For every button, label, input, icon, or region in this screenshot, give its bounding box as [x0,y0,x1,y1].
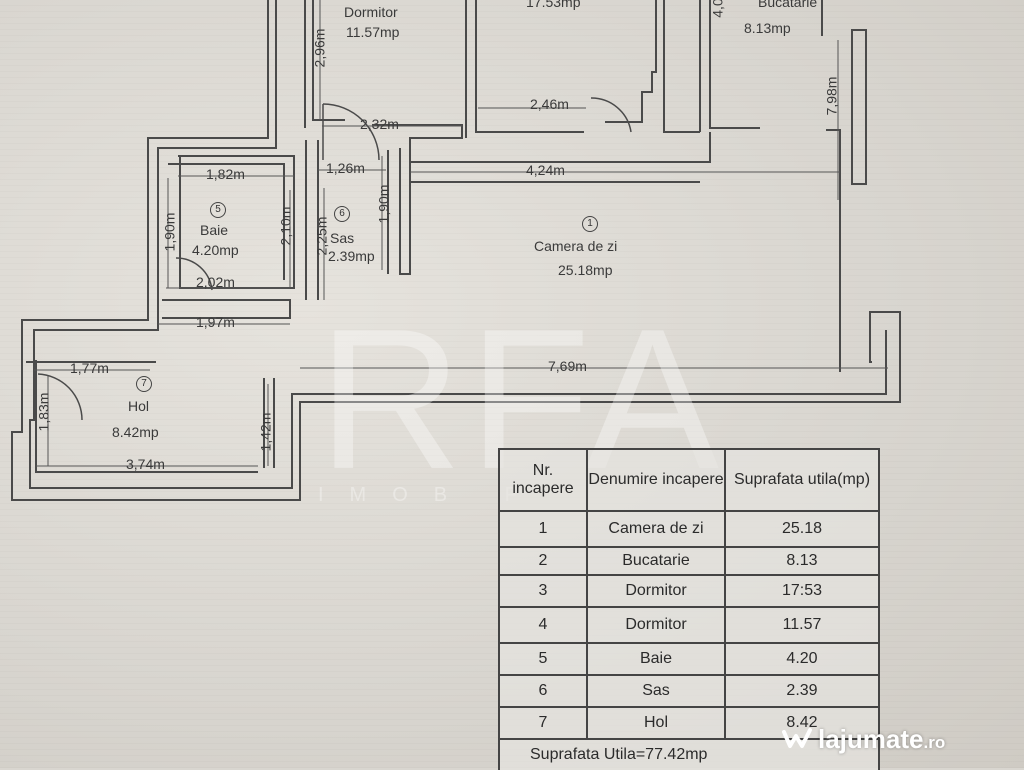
row-area: 2.39 [786,682,818,700]
dim-label-210: 2,10m [277,206,294,246]
row-number: 2 [500,548,588,574]
room-name-baie: Baie [200,222,229,238]
room-area-camera: 25.18mp [558,262,613,278]
row-room-name: Hol [588,708,726,738]
table-row: 4 Dormitor 11.57 [500,608,878,644]
header-denumire: Denumire incapere [588,450,726,510]
room-name-hol: Hol [128,398,150,414]
dim-label-182: 1,82m [206,166,245,182]
dim-label-190b: 1,90m [375,184,392,224]
table-header-row: Nr. incapere Denumire incapere Suprafata… [500,450,878,512]
table-row: 2 Bucatarie 8.13 [500,548,878,576]
room-name-sas: Sas [330,230,355,246]
dim-label-177: 1,77m [70,360,109,376]
row-area: 25.18 [781,520,823,538]
table-row: 7 Hol 8.42 [500,708,878,740]
dim-label-232: 2,32m [360,116,399,132]
room-area-hol: 8.42mp [112,424,159,440]
row-room-name: Bucatarie [588,548,726,574]
room-name-camera: Camera de zi [534,238,618,254]
total-usable-area: Suprafata Utila=77.42mp [530,746,708,763]
row-area: 8.42 [786,714,818,732]
brand-tld: .ro [923,733,946,752]
dim-label-126: 1,26m [326,160,365,176]
dim-label-202: 2,02m [196,274,235,290]
row-room-name: Dormitor [588,576,726,606]
row-number: 4 [500,608,588,642]
room-area-dormitor-large: 17.53mp [526,0,581,10]
dim-label-142: 1,42m [257,412,274,452]
row-area: 11.57 [782,616,822,634]
row-area: 8.13 [786,552,818,570]
dim-label-183: 1,83m [35,392,52,432]
dim-label-246: 2,46m [530,96,569,112]
row-area: 4.20 [786,650,818,668]
row-room-name: Sas [588,676,726,706]
dim-label-769: 7,69m [548,358,587,374]
dim-label-296: 2,96m [311,28,328,68]
header-suprafata: Suprafata utila(mp) [733,471,871,489]
table-row: 3 Dormitor 17:53 [500,576,878,608]
dim-label-424: 4,24m [526,162,565,178]
header-nr: Nr. incapere [500,450,588,510]
dim-label-798: 7,98m [823,76,840,116]
room-number-hol: 7 [136,376,152,392]
room-area-sas: 2.39mp [328,248,375,264]
table-row: 1 Camera de zi 25.18 [500,512,878,548]
row-number: 3 [500,576,588,606]
room-number-sas: 6 [334,206,350,222]
dim-label-374: 3,74m [126,456,165,472]
room-number-camera: 1 [582,216,598,232]
row-number: 6 [500,676,588,706]
row-number: 1 [500,512,588,546]
row-number: 7 [500,708,588,738]
row-area: 17:53 [781,582,823,600]
agency-watermark-sub: IMOB F [318,484,543,506]
brand-heart-icon [782,728,812,748]
brand-logo: lajumate.ro [818,724,945,755]
row-room-name: Dormitor [588,608,726,642]
dim-label-190a: 1,90m [161,212,178,252]
row-number: 5 [500,644,588,674]
brand-name: lajumate [818,724,924,754]
room-number-baie: 5 [210,202,226,218]
dim-label-225: 2,25m [313,216,330,256]
table-row: 6 Sas 2.39 [500,676,878,708]
room-name-bucatarie: Bucatarie [758,0,818,10]
room-area-bucatarie: 8.13mp [744,20,791,36]
room-name-dormitor-small: Dormitor [344,4,398,20]
room-area-baie: 4.20mp [192,242,239,258]
row-room-name: Baie [588,644,726,674]
room-area-table: Nr. incapere Denumire incapere Suprafata… [498,448,880,770]
dim-label-40: 4,0 [709,0,726,18]
table-row: 5 Baie 4.20 [500,644,878,676]
row-room-name: Camera de zi [588,512,726,546]
room-area-dormitor-small: 11.57mp [346,24,400,40]
dim-label-197: 1,97m [196,314,235,330]
